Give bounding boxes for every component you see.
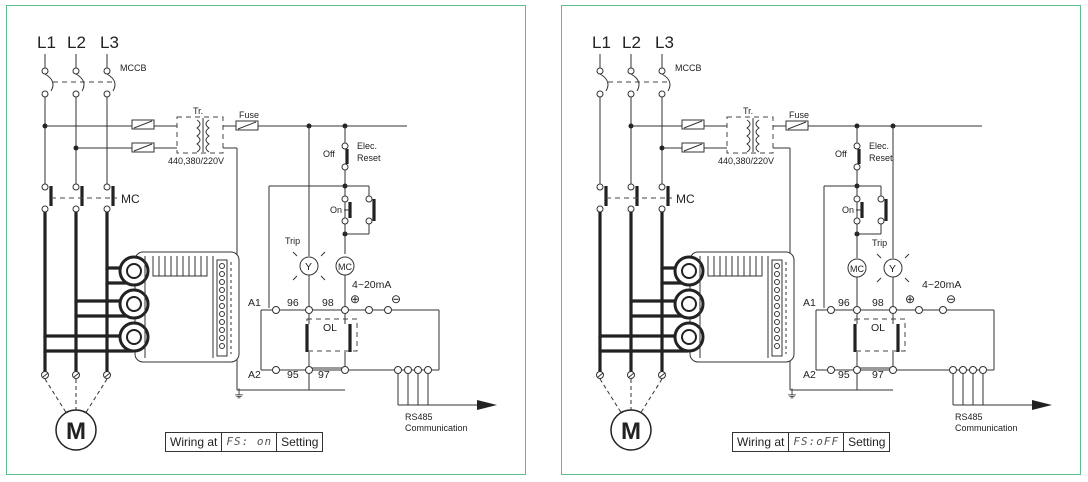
label-a1: A1 xyxy=(803,297,816,309)
minus-icon: ⊖ xyxy=(391,292,401,306)
label-96: 96 xyxy=(838,297,850,309)
label-mc-coil: MC xyxy=(850,264,864,274)
wiring-diagram-fs-on: L1 L2 L3 MCCB Tr. 440,380/220V Fuse xyxy=(6,5,526,475)
label-ma: 4~20mA xyxy=(922,279,961,291)
ground-icon: ⏚ xyxy=(786,387,798,401)
label-y: Y xyxy=(889,263,896,275)
plus-icon: ⊕ xyxy=(350,292,360,306)
label-fuse: Fuse xyxy=(789,110,809,120)
wiring-diagram-fs-off: L1 L2 L3 MCCB Tr. 440,380/220V Fuse ⏚ xyxy=(561,5,1081,475)
mc-contactor xyxy=(41,183,117,213)
label-l3: L3 xyxy=(655,33,674,52)
label-a2: A2 xyxy=(248,369,261,381)
wiring-code: FS: on xyxy=(221,433,278,451)
label-98: 98 xyxy=(322,297,334,309)
label-95: 95 xyxy=(287,369,299,381)
label-mc: MC xyxy=(676,192,695,206)
schematic-left: L1 L2 L3 MCCB Tr. 440,380/220V Fuse xyxy=(37,33,497,451)
label-tr: Tr. xyxy=(193,106,203,116)
label-97: 97 xyxy=(872,369,884,381)
plus-icon: ⊕ xyxy=(905,292,915,306)
motor xyxy=(55,409,97,451)
label-l2: L2 xyxy=(67,33,86,52)
mccb-breaker xyxy=(41,54,116,98)
mccb-breaker xyxy=(596,54,671,98)
wiring-suffix: Setting xyxy=(281,435,319,449)
label-voltage: 440,380/220V xyxy=(718,156,774,166)
label-reset: Reset xyxy=(357,153,381,163)
label-tr: Tr. xyxy=(743,106,753,116)
label-off: Off xyxy=(323,149,335,159)
label-on: On xyxy=(842,205,854,215)
wiring-code: FS:oFF xyxy=(788,433,845,451)
label-l1: L1 xyxy=(37,33,56,52)
label-communication: Communication xyxy=(955,423,1018,433)
label-l2: L2 xyxy=(622,33,641,52)
label-97: 97 xyxy=(318,369,330,381)
transformer: Tr. 440,380/220V xyxy=(718,106,774,166)
label-l3: L3 xyxy=(100,33,119,52)
label-l1: L1 xyxy=(592,33,611,52)
label-on: On xyxy=(330,205,342,215)
terminal-row-bottom xyxy=(272,366,432,374)
label-trip: Trip xyxy=(285,236,300,246)
label-rs485: RS485 xyxy=(405,412,433,422)
schematic-right: L1 L2 L3 MCCB Tr. 440,380/220V Fuse ⏚ xyxy=(592,33,1052,451)
wiring-setting-caption: Wiring at FS:oFF Setting xyxy=(732,432,891,452)
label-communication: Communication xyxy=(405,423,468,433)
wiring-prefix: Wiring at xyxy=(170,435,218,449)
label-mc: MC xyxy=(121,192,140,206)
label-motor: M xyxy=(66,418,86,445)
label-ma: 4~20mA xyxy=(352,279,391,291)
label-rs485: RS485 xyxy=(955,412,983,422)
label-95: 95 xyxy=(838,369,850,381)
label-a1: A1 xyxy=(248,297,261,309)
terminal-row-top xyxy=(827,306,947,314)
rs485-arrow-icon xyxy=(1032,400,1052,410)
protection-relay xyxy=(673,251,795,363)
label-motor: M xyxy=(621,418,641,445)
wiring-prefix: Wiring at xyxy=(737,435,785,449)
label-a2: A2 xyxy=(803,369,816,381)
label-ol: OL xyxy=(323,322,337,334)
ground-icon: ⏚ xyxy=(233,387,245,401)
terminal-row-top xyxy=(272,306,392,314)
label-elec: Elec. xyxy=(357,141,377,151)
label-elec: Elec. xyxy=(869,141,889,151)
label-off: Off xyxy=(835,149,847,159)
label-trip: Trip xyxy=(872,238,887,248)
wiring-suffix: Setting xyxy=(848,435,886,449)
label-y: Y xyxy=(305,261,312,273)
label-mccb: MCCB xyxy=(120,63,147,73)
minus-icon: ⊖ xyxy=(946,292,956,306)
label-reset: Reset xyxy=(869,153,893,163)
mc-contactor xyxy=(596,183,672,213)
label-98: 98 xyxy=(872,297,884,309)
transformer: Tr. 440,380/220V xyxy=(168,106,224,166)
label-ol: OL xyxy=(871,322,885,334)
rs485-arrow-icon xyxy=(477,400,497,410)
label-96: 96 xyxy=(287,297,299,309)
wiring-setting-caption: Wiring at FS: on Setting xyxy=(165,432,324,452)
label-voltage: 440,380/220V xyxy=(168,156,224,166)
motor xyxy=(610,409,652,451)
label-fuse: Fuse xyxy=(239,110,259,120)
label-mc-coil: MC xyxy=(338,262,352,272)
protection-relay xyxy=(118,251,240,363)
terminal-row-bottom xyxy=(827,366,987,374)
label-mccb: MCCB xyxy=(675,63,702,73)
